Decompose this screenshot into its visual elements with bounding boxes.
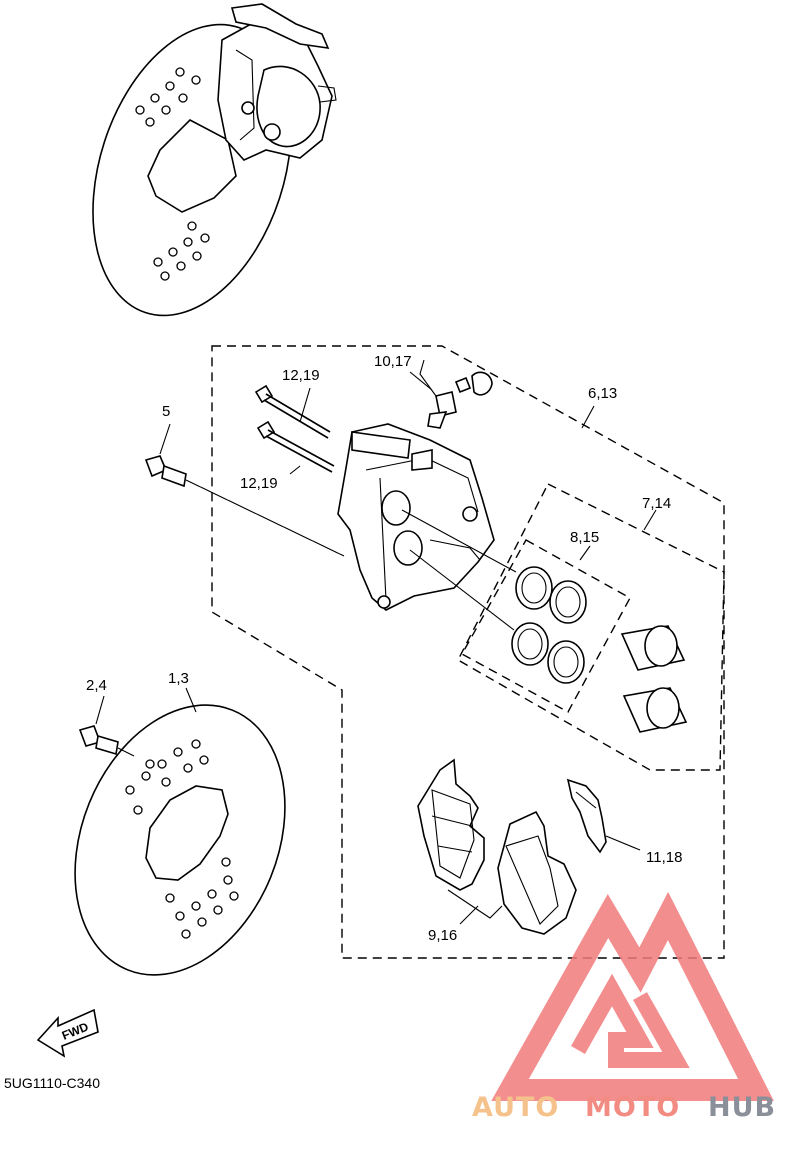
fwd-arrow: FWD [36, 1008, 99, 1058]
watermark-wordmark: AUTO MOTO HUB [472, 1092, 776, 1123]
callout-pin-bolt-lower: 12,19 [240, 475, 278, 492]
watermark-moto: MOTO [585, 1092, 680, 1123]
brake-disc [74, 704, 286, 976]
callout-caliper-assy: 6,13 [588, 385, 617, 402]
assembled-disc-holes [135, 67, 210, 281]
callout-piston-kit: 7,14 [642, 495, 671, 512]
drawing-code: 5UG1110-C340 [4, 1075, 100, 1091]
callout-leaders [95, 359, 657, 925]
group-boxes [211, 345, 725, 959]
pistons [620, 625, 688, 733]
brake-pad-inner [417, 758, 485, 891]
pin-bolt-lower [256, 420, 335, 473]
seal-kit-box [461, 539, 631, 713]
callout-caliper-bolt: 5 [162, 403, 170, 420]
callout-pad-spring: 11,18 [646, 849, 682, 866]
disc-bolt [78, 725, 135, 757]
callout-disc-bolt: 2,4 [86, 677, 107, 694]
brake-disc-holes [125, 739, 239, 939]
watermark-auto: AUTO [472, 1092, 559, 1123]
callout-disc: 1,3 [168, 670, 189, 687]
piston-kit-box [457, 483, 725, 771]
callout-pin-bolt-upper: 12,19 [282, 367, 320, 384]
leader-lines-pistons [401, 509, 517, 631]
watermark-logo-icon [491, 891, 774, 1101]
assembled-view [92, 3, 337, 317]
pin-bolt-upper [254, 384, 331, 439]
callout-seal-kit: 8,15 [570, 529, 599, 546]
assembled-disc-hub [147, 119, 237, 213]
piston-seals [511, 566, 587, 684]
callout-pads: 9,16 [428, 927, 457, 944]
callout-labels: 1,3 2,4 5 6,13 7,14 8,15 9,16 10,17 11,1… [86, 353, 682, 944]
watermark-hub: HUB [708, 1092, 776, 1123]
callout-bleed-screw: 10,17 [374, 353, 412, 370]
assembled-caliper [217, 3, 337, 161]
bleed-screw [427, 371, 493, 429]
pad-spring [566, 778, 607, 854]
caliper-bolt [144, 455, 345, 557]
brake-pad-outer [497, 810, 577, 935]
